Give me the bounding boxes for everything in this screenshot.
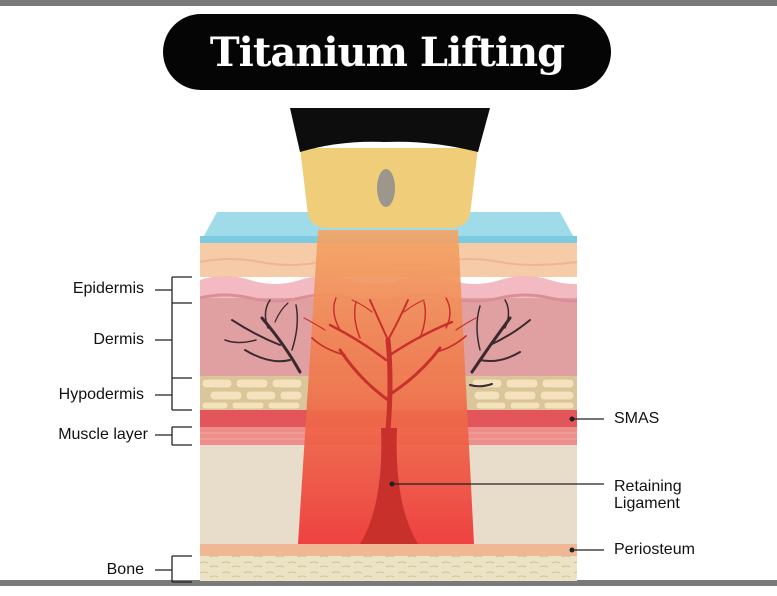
label-smas: SMAS — [614, 410, 660, 427]
energy-beam — [298, 230, 474, 544]
label-retaining-line1: Retaining — [614, 478, 682, 495]
title-banner: Titanium Lifting — [163, 14, 611, 90]
bone-layer — [200, 556, 577, 581]
label-muscle-layer: Muscle layer — [58, 426, 148, 443]
page-title: Titanium Lifting — [209, 28, 565, 76]
label-dermis: Dermis — [93, 331, 144, 348]
ligament-trunk — [360, 428, 418, 544]
transducer-lens-icon — [377, 169, 395, 207]
periosteum-dot — [569, 547, 575, 553]
label-epidermis: Epidermis — [72, 280, 144, 297]
ligament-dot — [389, 481, 395, 487]
label-periosteum: Periosteum — [614, 541, 695, 558]
bottom-frame-line — [0, 580, 777, 586]
label-bone: Bone — [106, 561, 144, 578]
label-retaining-line2: Ligament — [614, 495, 680, 512]
fat-cells — [201, 378, 575, 410]
label-hypodermis: Hypodermis — [58, 386, 144, 403]
retaining-ligament-tree — [303, 297, 477, 433]
transducer-device — [290, 108, 490, 228]
dermal-vessels-right — [469, 299, 531, 388]
right-pointers — [392, 418, 604, 551]
dermal-vessels-left — [224, 299, 302, 374]
left-brackets — [155, 276, 192, 583]
top-frame-line — [0, 0, 777, 6]
smas-dot — [569, 416, 575, 422]
periosteum-layer — [200, 544, 577, 556]
label-retaining-ligament: Retaining Ligament — [614, 478, 682, 512]
